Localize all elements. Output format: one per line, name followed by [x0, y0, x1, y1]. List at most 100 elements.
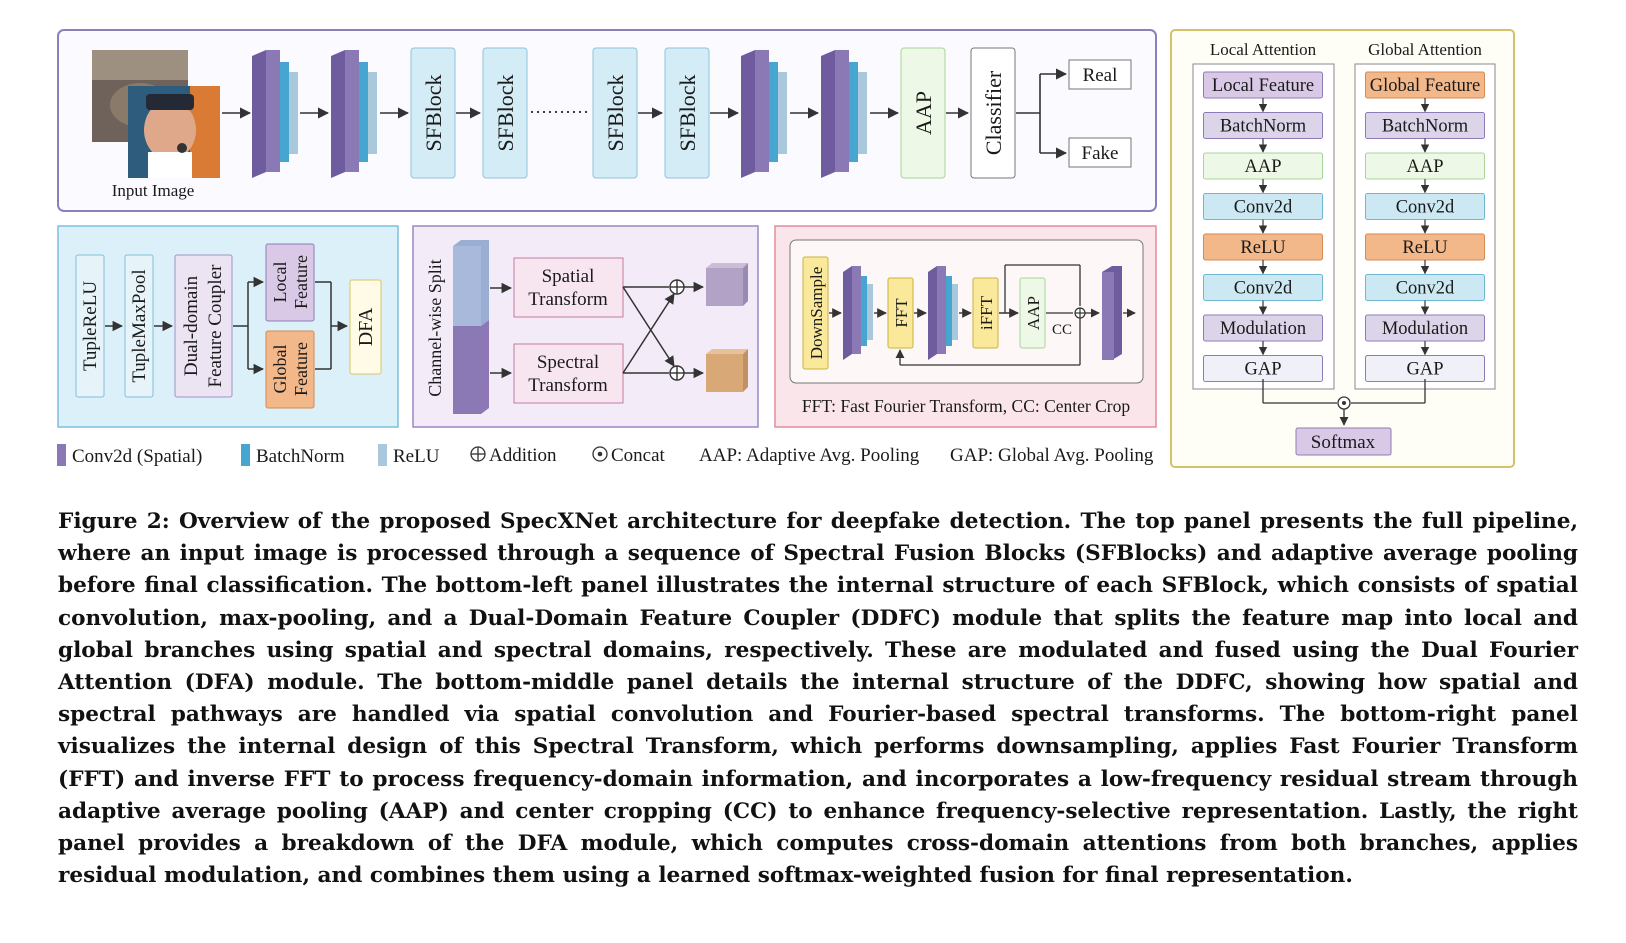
sfblock-3: SFBlock — [592, 47, 638, 179]
spectral-conv-stack-2 — [928, 266, 958, 360]
svg-text:GAP: GAP — [1244, 360, 1281, 380]
fft-block: FFT — [887, 277, 914, 349]
legend-aap: AAP: Adaptive Avg. Pooling — [699, 445, 920, 466]
dfa-block: DFA — [349, 279, 382, 375]
input-image — [92, 50, 220, 178]
dfa-step-feature: Local Feature — [1203, 71, 1323, 99]
svg-text:Modulation: Modulation — [1382, 319, 1468, 339]
svg-text:FFT: FFT — [892, 298, 911, 328]
dfa-step-conv2d: Conv2d — [1365, 274, 1485, 301]
conv-stack-4 — [821, 50, 867, 178]
ddfc-block: Dual-domain Feature Coupler — [174, 254, 233, 398]
concat-icon — [1337, 396, 1351, 410]
legend: Conv2d (Spatial) BatchNorm ReLU Addition… — [57, 444, 1154, 467]
svg-text:DownSample: DownSample — [807, 267, 826, 360]
svg-text:Transform: Transform — [528, 375, 608, 396]
legend-addition: Addition — [470, 445, 557, 466]
svg-text:ReLU: ReLU — [1402, 238, 1447, 258]
svg-text:Global Feature: Global Feature — [1370, 76, 1480, 96]
svg-text:SFBlock: SFBlock — [421, 74, 446, 151]
svg-text:Real: Real — [1083, 65, 1118, 86]
dfa-step-modulation: Modulation — [1203, 314, 1323, 342]
spectral-output-conv — [1102, 266, 1122, 360]
global-output-cube — [706, 349, 748, 392]
svg-text:Spatial: Spatial — [542, 266, 595, 287]
dfa-step-aap: AAP — [1365, 152, 1485, 180]
dfa-step-batchnorm: BatchNorm — [1203, 112, 1323, 139]
svg-text:BatchNorm: BatchNorm — [256, 446, 345, 467]
svg-text:SFBlock: SFBlock — [603, 74, 628, 151]
svg-text:DFA: DFA — [355, 307, 377, 346]
spectral-transform-block: Spectral Transform — [513, 343, 624, 404]
svg-text:Spectral: Spectral — [537, 352, 599, 373]
svg-text:TupleReLU: TupleReLU — [80, 281, 101, 371]
local-output-cube — [706, 263, 748, 306]
spectral-note: FFT: Fast Fourier Transform, CC: Center … — [802, 396, 1130, 416]
svg-text:Fake: Fake — [1082, 143, 1119, 164]
dfa-step-aap: AAP — [1203, 152, 1323, 180]
concat-icon — [592, 446, 608, 462]
addition-icon — [669, 365, 685, 381]
svg-text:AAP: AAP — [911, 91, 936, 135]
downsample-block: DownSample — [802, 256, 829, 370]
svg-text:AAP: AAP — [1024, 296, 1043, 330]
output-fake: Fake — [1068, 137, 1132, 168]
svg-text:Addition: Addition — [489, 445, 557, 466]
global-feature-block: Global Feature — [265, 330, 315, 409]
spectral-conv-stack-1 — [843, 266, 873, 360]
dfa-step-feature: Global Feature — [1365, 71, 1485, 99]
dfa-step-gap: GAP — [1203, 355, 1323, 382]
top-pipeline-panel: Input Image SFBlock SFBlock ··· — [57, 29, 1157, 212]
local-feature-block: Local Feature — [265, 243, 315, 322]
local-attention-column: Local FeatureBatchNormAAPConv2dReLUConv2… — [1203, 71, 1323, 382]
svg-text:AAP: AAP — [1244, 157, 1281, 177]
addition-icon — [470, 446, 486, 462]
svg-text:Conv2d: Conv2d — [1234, 279, 1293, 299]
svg-text:SFBlock: SFBlock — [493, 74, 518, 151]
classifier-block: Classifier — [970, 47, 1016, 179]
svg-text:Local Feature: Local Feature — [1212, 76, 1314, 96]
output-real: Real — [1068, 59, 1132, 90]
svg-text:Conv2d (Spatial): Conv2d (Spatial) — [72, 446, 202, 467]
svg-text:Softmax: Softmax — [1311, 432, 1376, 453]
sfblock-2: SFBlock — [482, 47, 528, 179]
svg-text:Feature Coupler: Feature Coupler — [205, 264, 226, 388]
local-attention-title: Local Attention — [1210, 40, 1317, 59]
dfa-step-conv2d: Conv2d — [1203, 274, 1323, 301]
dfa-step-conv2d: Conv2d — [1203, 193, 1323, 220]
svg-text:ReLU: ReLU — [1240, 238, 1285, 258]
ddfc-detail-panel: Channel-wise Split Spatial Transform Spe… — [412, 225, 759, 428]
sfblock-ellipsis: ·········· — [529, 102, 589, 122]
svg-text:Classifier: Classifier — [981, 70, 1006, 155]
svg-text:ReLU: ReLU — [393, 446, 440, 467]
aap-block: AAP — [900, 47, 946, 179]
architecture-figure: Input Image SFBlock SFBlock ··· — [57, 29, 1515, 468]
dfa-step-gap: GAP — [1365, 355, 1485, 382]
channel-split-tensor — [453, 240, 489, 414]
tuple-relu-block: TupleReLU — [75, 254, 105, 398]
svg-text:Dual-domain: Dual-domain — [181, 275, 202, 376]
svg-text:Conv2d: Conv2d — [1234, 198, 1293, 218]
addition-icon — [669, 279, 685, 295]
cc-label: CC — [1052, 322, 1072, 338]
addition-icon — [1074, 307, 1086, 319]
softmax-block: Softmax — [1295, 427, 1392, 456]
legend-conv2d: Conv2d (Spatial) — [57, 444, 202, 467]
aap-crop-block: AAP — [1019, 277, 1046, 349]
sfblock-1: SFBlock — [410, 47, 456, 179]
input-image-label: Input Image — [112, 181, 195, 200]
conv-stack-2 — [331, 50, 377, 178]
svg-text:Concat: Concat — [611, 445, 666, 466]
tuple-maxpool-block: TupleMaxPool — [124, 254, 154, 398]
dfa-step-conv2d: Conv2d — [1365, 193, 1485, 220]
legend-relu: ReLU — [378, 444, 440, 467]
dfa-detail-panel: Local Attention Global Attention Local F… — [1170, 29, 1515, 468]
spectral-transform-panel: DownSample FFT iFFT AAP — [774, 225, 1157, 428]
ifft-block: iFFT — [972, 277, 999, 349]
sfblock-detail-panel: TupleReLU TupleMaxPool Dual-domain Featu… — [57, 225, 399, 428]
spatial-transform-block: Spatial Transform — [513, 257, 624, 318]
global-attention-column: Global FeatureBatchNormAAPConv2dReLUConv… — [1365, 71, 1485, 382]
svg-text:iFFT: iFFT — [977, 295, 996, 330]
svg-text:Local: Local — [270, 262, 290, 303]
global-attention-title: Global Attention — [1368, 40, 1482, 59]
